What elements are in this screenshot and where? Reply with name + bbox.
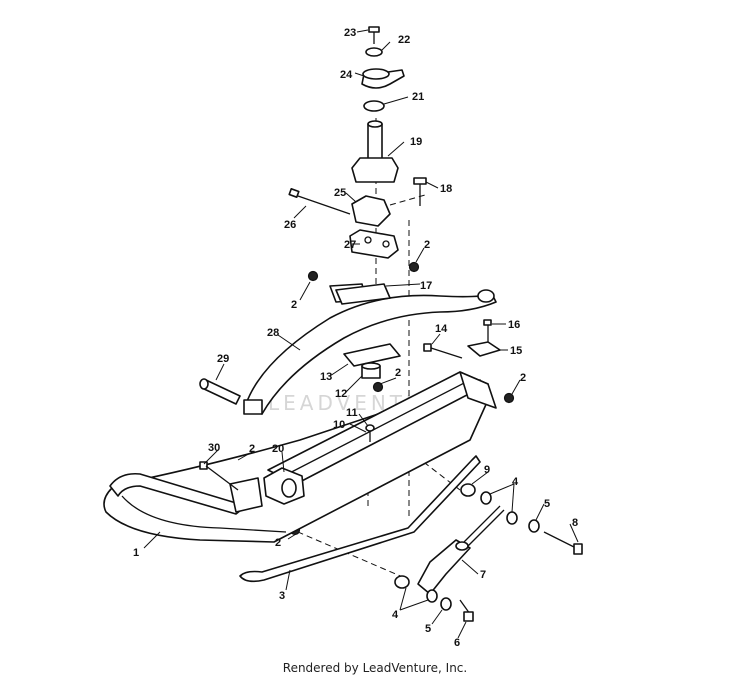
bolt-30 [199,461,239,491]
plate-17 [335,283,391,305]
washer-20 [363,100,385,112]
ski-1 [103,371,497,543]
nut-2-c [372,381,384,393]
callout-21: 22 [398,34,410,46]
callout-30: 30 [208,442,220,454]
bolt-14 [423,343,463,359]
washer-5-lower [440,597,452,611]
spindle-19 [351,120,399,183]
spacer-4-a [480,491,492,505]
callout-2-c: 2 [395,367,401,379]
callout-2-f: 2 [275,537,281,549]
ski-bracket [229,477,263,513]
callout-8: 8 [572,517,578,529]
callout-7: 7 [480,569,486,581]
callout-labels: 23 22 24 21 19 18 25 26 27 2 2 17 28 29 … [133,27,578,649]
bolt-8 [543,531,583,555]
callout-2-b: 2 [291,299,297,311]
callout-2-a: 2 [424,239,430,251]
leaf-spring-27 [243,283,497,415]
nut-2-b [307,270,319,282]
bushing-4-lower [394,575,410,589]
callout-2-e: 2 [249,443,255,455]
callout-11: 11 [346,407,358,419]
spacer-4-lower [426,589,438,603]
bolt-18 [413,177,427,206]
callout-2-d: 2 [520,372,526,384]
callout-17: 17 [420,280,432,292]
saddle-29 [263,467,305,505]
bolt-6 [459,599,474,622]
plate-13 [343,343,401,367]
callout-15: 15 [510,345,522,357]
callout-24: 25 [334,187,346,199]
callout-10: 10 [333,419,345,431]
bushing-9 [460,483,476,497]
plate-15 [467,341,501,357]
callout-4-b: 4 [392,609,399,621]
callout-4-a: 4 [512,476,519,488]
washer-21 [365,47,383,57]
bolt-22 [368,26,380,44]
callout-1: 1 [133,547,139,559]
bolt-10 [365,424,375,442]
callout-3: 3 [279,590,285,602]
callout-29: 20 [272,443,284,455]
callout-28: 29 [217,353,229,365]
bushing-12 [361,362,381,379]
wear-bar-3 [239,455,481,583]
nut-2-d [503,392,515,404]
callout-26: 27 [344,239,356,251]
callout-6: 6 [454,637,460,649]
nut-2-a [408,261,420,273]
callout-19: 19 [410,136,422,148]
steering-arm-23 [361,68,405,89]
spacer-4-b [506,511,518,525]
footer-credit: Rendered by LeadVenture, Inc. [282,661,468,675]
shock-absorber-7 [417,505,505,595]
bolt-25 [288,188,351,215]
callout-14: 14 [435,323,448,335]
callout-27: 28 [267,327,279,339]
pin-28 [199,378,241,405]
callout-16: 16 [508,319,520,331]
washer-5-a [528,519,540,533]
bushing-24 [351,195,391,227]
leader-lines [143,29,579,639]
callout-13: 13 [320,371,332,383]
callout-9: 9 [484,464,490,476]
callout-18: 18 [440,183,452,195]
callout-12: 12 [335,388,347,400]
callout-25: 26 [284,219,296,231]
callout-22: 23 [344,27,356,39]
callout-20: 21 [412,91,424,103]
bracket-26 [349,229,399,259]
callout-5-b: 5 [425,623,431,635]
callout-5-a: 5 [544,498,550,510]
callout-23: 24 [340,69,353,81]
